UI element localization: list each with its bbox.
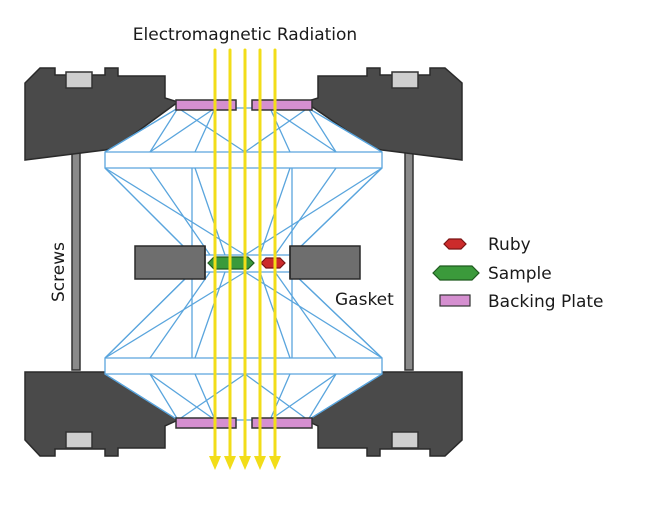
legend-ruby-swatch: [443, 238, 467, 250]
right-screw: [404, 149, 414, 371]
bottom-frame: [24, 371, 463, 457]
backing-plate-bottom-right: [251, 417, 313, 429]
radiation-label: Electromagnetic Radiation: [133, 25, 357, 45]
gasket-label: Gasket: [335, 290, 394, 310]
bottom-left-frame-hole: [65, 431, 93, 449]
screws-label: Screws: [49, 242, 69, 302]
top-right-frame-hole: [391, 71, 419, 89]
backing-plates: [175, 99, 313, 429]
top-frame: [24, 67, 463, 161]
legend-backing-plate-label: Backing Plate: [488, 292, 603, 312]
legend-sample-swatch: [432, 265, 480, 281]
legend-sample-label: Sample: [488, 264, 552, 284]
backing-plate-top-right: [251, 99, 313, 111]
gasket: [134, 245, 361, 280]
left-screw: [71, 149, 81, 371]
legend-backing-plate-swatch: [439, 294, 471, 307]
radiation-arrowheads: [209, 456, 281, 470]
radiation-beams: [213, 48, 277, 460]
backing-plate-top-left: [175, 99, 237, 111]
bottom-right-frame-hole: [391, 431, 419, 449]
gasket-left: [134, 245, 206, 280]
backing-plate-bottom-left: [175, 417, 237, 429]
top-left-frame-hole: [65, 71, 93, 89]
legend-ruby-label: Ruby: [488, 235, 531, 255]
ruby-marker: [260, 257, 286, 269]
legend: Ruby Sample Backing Plate: [432, 235, 603, 312]
gasket-right: [289, 245, 361, 280]
